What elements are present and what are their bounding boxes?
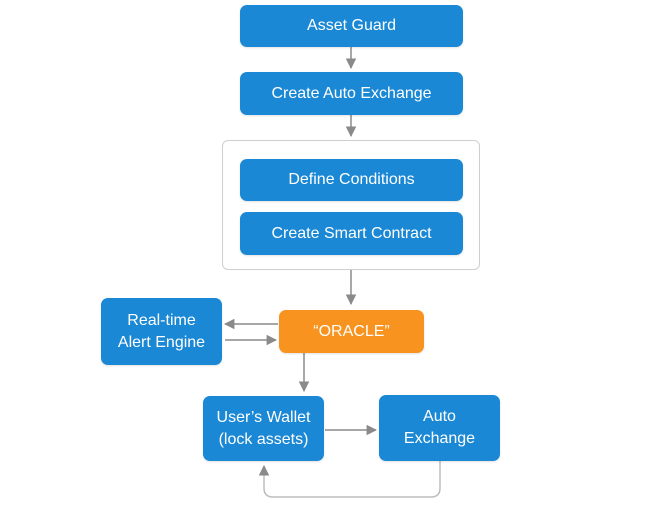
create-smart-contract-label: Create Smart Contract <box>271 224 432 242</box>
arrow-exchange-loop-to-wallet <box>258 461 441 498</box>
define-conditions-node: Define Conditions <box>240 159 463 201</box>
users-wallet-node: User’s Wallet (lock assets) <box>203 396 324 461</box>
oracle-label: “ORACLE” <box>313 322 390 340</box>
users-wallet-label-line1: User’s Wallet <box>216 408 311 426</box>
asset-guard-node: Asset Guard <box>240 5 463 47</box>
users-wallet-label-line2: (lock assets) <box>218 430 309 448</box>
create-auto-exchange-node: Create Auto Exchange <box>240 72 463 115</box>
create-smart-contract-node: Create Smart Contract <box>240 212 463 255</box>
oracle-node: “ORACLE” <box>279 310 424 353</box>
auto-exchange-node: Auto Exchange <box>379 395 500 461</box>
auto-exchange-label-line2: Exchange <box>403 430 476 447</box>
define-conditions-label: Define Conditions <box>288 171 415 188</box>
alert-engine-node: Real-time Alert Engine <box>101 298 222 365</box>
asset-guard-label: Asset Guard <box>307 17 396 34</box>
alert-engine-label-line1: Real-time <box>127 311 196 329</box>
create-auto-exchange-label: Create Auto Exchange <box>271 84 432 102</box>
auto-exchange-label-line1: Auto <box>423 408 456 425</box>
alert-engine-label-line2: Alert Engine <box>117 333 206 351</box>
